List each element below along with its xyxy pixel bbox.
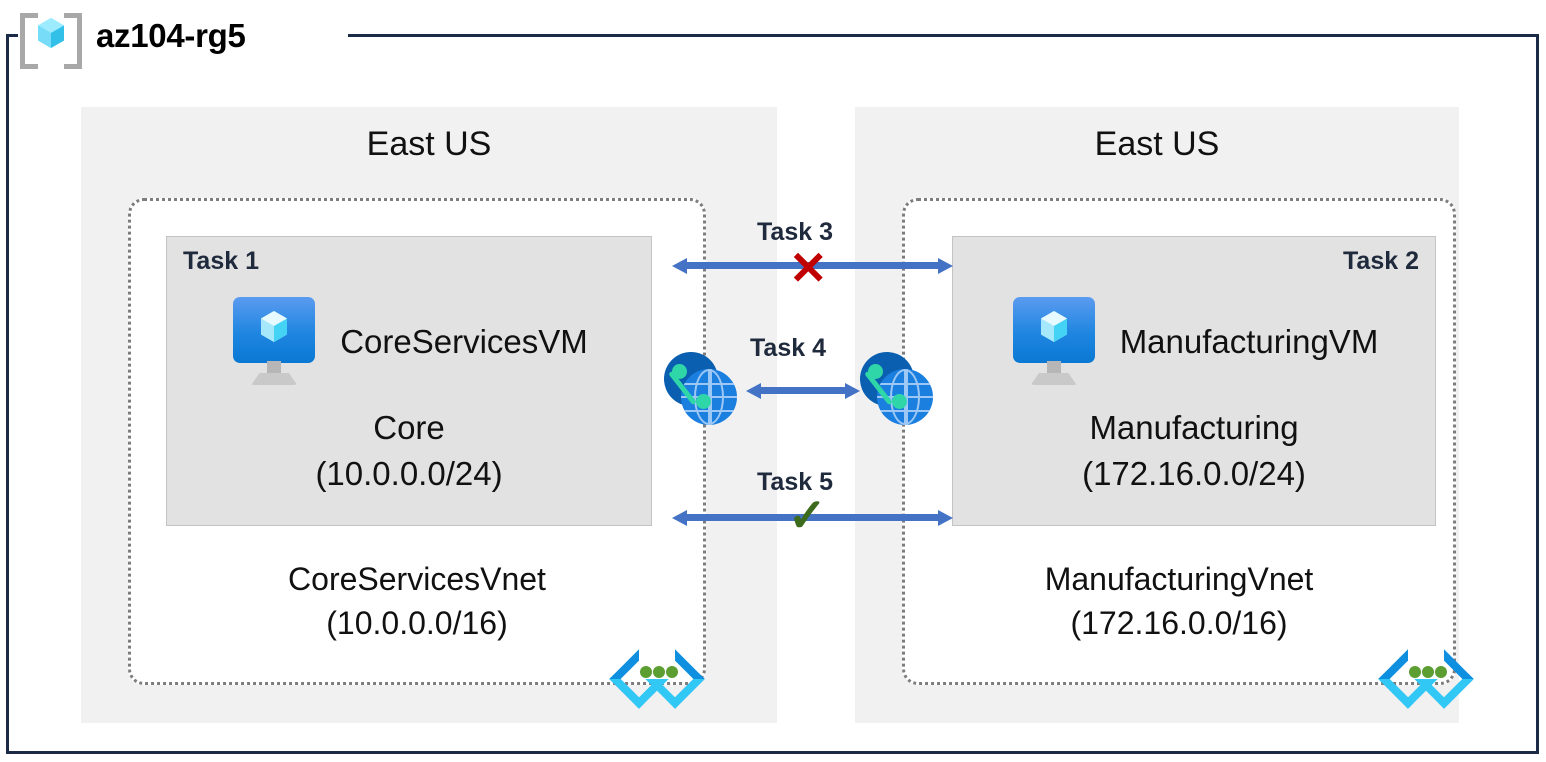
vm-row-core: CoreServicesVM: [167, 297, 651, 387]
globe-parallel-bottom: [877, 410, 933, 412]
task-label-1: Task 1: [183, 247, 259, 275]
globe-parallel-bottom: [681, 410, 737, 412]
arrowhead-right: [845, 383, 860, 399]
arrowhead-left: [672, 258, 687, 274]
connection-arrow-task4[interactable]: [746, 383, 860, 399]
subnet-box-core[interactable]: Task 1 CoreServicesVM Core (10.0.0.0/24): [166, 236, 652, 526]
globe-parallel-top: [681, 383, 737, 385]
vm-row-manufacturing: ManufacturingVM: [953, 297, 1435, 387]
resource-group-frame: [6, 34, 1539, 754]
vnet-icon-coreservices: [609, 645, 705, 709]
vnet-dot-2: [1422, 666, 1434, 678]
vnet-cidr-manufacturing: (172.16.0.0/16): [1070, 605, 1288, 641]
vnet-dot-1: [1409, 666, 1421, 678]
bracket-right: [64, 13, 82, 69]
virtual-machine-icon: [230, 297, 318, 387]
peer-node-1: [868, 364, 883, 379]
vnet-dot-3: [1435, 666, 1447, 678]
virtual-machine-icon: [1010, 297, 1098, 387]
resource-group-header: az104-rg5: [20, 10, 246, 69]
vnet-dot-2: [653, 666, 665, 678]
subnet-box-manufacturing[interactable]: Task 2 ManufacturingVM Manufacturing (17…: [952, 236, 1436, 526]
vnet-dot-1: [640, 666, 652, 678]
vm-name-coreservices: CoreServicesVM: [340, 323, 588, 360]
subnet-name-manufacturing: Manufacturing: [1089, 409, 1299, 446]
vnet-peering-icon-right: [860, 352, 934, 426]
vm-stand-neck: [267, 361, 282, 375]
arrow-shaft: [684, 262, 941, 269]
arrow-shaft: [758, 387, 848, 394]
subnet-cidr-core: (10.0.0.0/24): [315, 455, 503, 492]
vm-stand-neck: [1046, 361, 1061, 375]
arrowhead-left: [672, 510, 687, 526]
bracket-left: [20, 13, 38, 69]
vnet-peering-icon-left: [664, 352, 738, 426]
arrowhead-left: [746, 383, 761, 399]
globe-parallel-top: [877, 383, 933, 385]
subnet-name-core: Core: [373, 409, 445, 446]
peer-node-2: [696, 394, 711, 409]
arrowhead-right: [938, 258, 953, 274]
task-label-2: Task 2: [1343, 247, 1419, 275]
subnet-cidr-manufacturing: (172.16.0.0/24): [1082, 455, 1306, 492]
vm-stand-base: [251, 373, 298, 385]
vnet-name-coreservices: CoreServicesVnet: [288, 561, 546, 597]
peer-node-2: [892, 394, 907, 409]
arrow-shaft: [684, 514, 941, 521]
subnet-label-manufacturing: Manufacturing (172.16.0.0/24): [953, 405, 1435, 497]
allowed-check-icon: ✓: [788, 489, 827, 541]
vm-stand-base: [1030, 373, 1077, 385]
connection-label-task5: Task 5: [757, 468, 833, 496]
subnet-label-core: Core (10.0.0.0/24): [167, 405, 651, 497]
vnet-label-coreservices: CoreServicesVnet (10.0.0.0/16): [128, 557, 706, 645]
vnet-icon-manufacturing: [1378, 645, 1474, 709]
connection-arrow-task5[interactable]: [672, 510, 953, 526]
region-title-left: East US: [366, 125, 492, 163]
vnet-dot-3: [666, 666, 678, 678]
peer-node-1: [672, 364, 687, 379]
connection-label-task3: Task 3: [757, 218, 833, 246]
resource-group-cube-icon: [20, 10, 82, 69]
blocked-cross-icon: ✕: [789, 242, 828, 294]
connection-label-task4: Task 4: [750, 334, 826, 362]
resource-group-name: az104-rg5: [96, 17, 246, 54]
connection-arrow-task3[interactable]: [672, 258, 953, 274]
vnet-name-manufacturing: ManufacturingVnet: [1044, 561, 1314, 597]
vnet-cidr-coreservices: (10.0.0.0/16): [326, 605, 508, 641]
region-title-right: East US: [1094, 125, 1220, 163]
resource-group-header-mask: [18, 16, 348, 56]
arrowhead-right: [938, 510, 953, 526]
vm-name-manufacturing: ManufacturingVM: [1119, 323, 1379, 360]
vnet-label-manufacturing: ManufacturingVnet (172.16.0.0/16): [902, 557, 1456, 645]
